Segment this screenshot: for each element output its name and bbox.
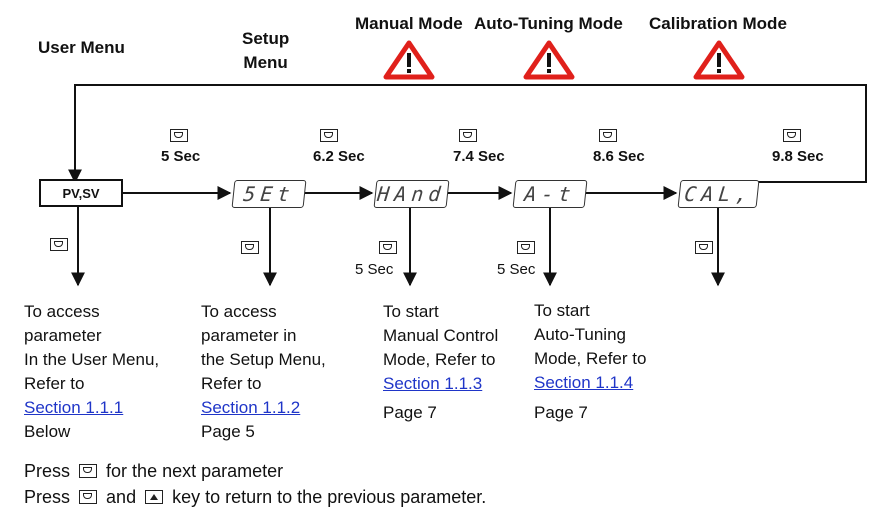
calibration-mode-title: Calibration Mode <box>649 14 787 33</box>
auto-tuning-mode-title: Auto-Tuning Mode <box>474 14 623 33</box>
setup-display: 5Et <box>231 180 307 208</box>
auto-tune-display: A-t <box>512 180 588 208</box>
section-1-1-1-link[interactable]: Section 1.1.1 <box>24 398 124 417</box>
section-1-1-2-link[interactable]: Section 1.1.2 <box>201 398 301 417</box>
footer-line-next: Press for the next parameter <box>24 461 284 481</box>
section-1-1-4-link[interactable]: Section 1.1.4 <box>534 373 634 392</box>
auto-tuning-description: To start Auto-Tuning Mode, Refer to Sect… <box>534 301 647 422</box>
enter-key-icon <box>517 241 535 254</box>
enter-key-icon <box>241 241 259 254</box>
warning-icon <box>383 40 435 80</box>
hold-time-label: 7.4 Sec <box>453 148 505 165</box>
hold-time-label: 6.2 Sec <box>313 148 365 165</box>
manual-mode-title: Manual Mode <box>355 14 463 33</box>
enter-key-icon <box>695 241 713 254</box>
branch-time-label: 5 Sec <box>355 261 394 278</box>
hold-time-label: 8.6 Sec <box>593 148 645 165</box>
enter-key-icon <box>599 129 617 142</box>
hold-time-label: 9.8 Sec <box>772 148 824 165</box>
footer-line-previous: Press and key to return to the previous … <box>24 487 487 507</box>
enter-key-icon <box>783 129 801 142</box>
hold-time-label: 5 Sec <box>161 148 201 165</box>
enter-key-icon <box>320 129 338 142</box>
branch-time-label: 5 Sec <box>497 261 536 278</box>
user-menu-title: User Menu <box>38 38 125 57</box>
enter-key-icon <box>379 241 397 254</box>
enter-key-icon <box>170 129 188 142</box>
enter-key-icon <box>79 490 98 504</box>
up-arrow-key-icon <box>145 490 164 504</box>
enter-key-icon <box>459 129 477 142</box>
hand-display: HAnd <box>373 180 450 208</box>
calibration-display: CAL, <box>677 180 760 208</box>
pv-sv-display: PV,SV <box>39 179 123 207</box>
section-1-1-3-link[interactable]: Section 1.1.3 <box>383 374 483 393</box>
manual-mode-description: To start Manual Control Mode, Refer to S… <box>383 302 499 422</box>
setup-menu-description: To access parameter in the Setup Menu, R… <box>201 302 326 441</box>
setup-menu-title: Setup Menu <box>242 29 290 72</box>
enter-key-icon <box>50 238 68 251</box>
enter-key-icon <box>79 464 98 478</box>
user-menu-description: To access parameter In the User Menu, Re… <box>24 302 160 441</box>
warning-icon <box>693 40 745 80</box>
warning-icon <box>523 40 575 80</box>
